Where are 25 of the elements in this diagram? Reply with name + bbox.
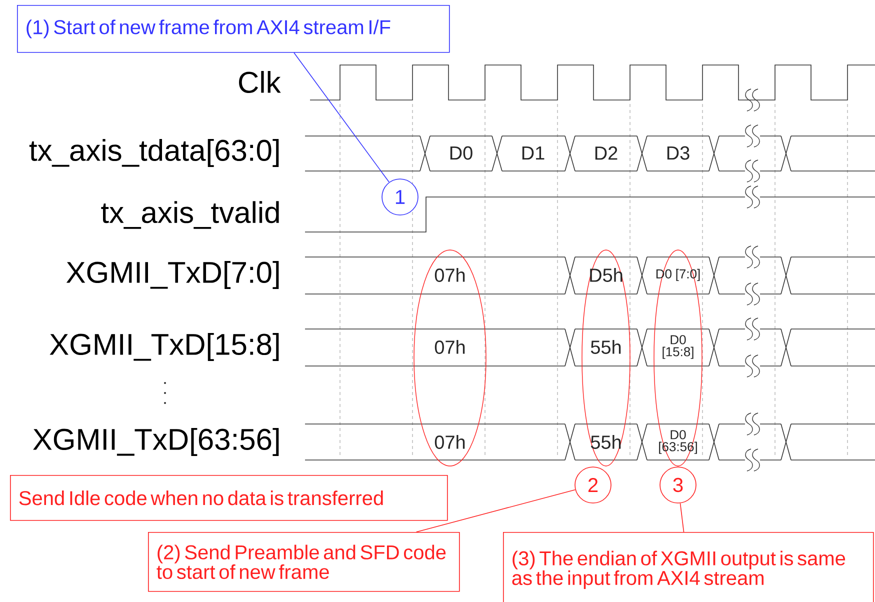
callout-number: 3 <box>660 466 696 504</box>
data-value: D3 <box>667 146 690 160</box>
data-value: 07h <box>434 435 465 449</box>
data-value: 07h <box>434 340 465 354</box>
callout-box: (3) The endian of XGMII output is same as the input from AXI4 stream <box>503 532 874 602</box>
data-value: 55h <box>590 340 621 354</box>
callout-box: (1) Start of new frame from AXI4 stream I/F <box>17 5 450 53</box>
signal-name: XGMII_TxD[63:56] <box>33 428 279 456</box>
signal-name: XGMII_TxD[7:0] <box>66 261 279 289</box>
note-box: Send Idle code when no data is transferred <box>10 475 448 521</box>
leader-line <box>294 52 390 183</box>
callout-box: (2) Send Preamble and SFD code to start of new frame <box>148 532 460 592</box>
signal-name: Clk <box>239 70 281 94</box>
data-value: D2 <box>595 146 618 160</box>
signal-name: tx_axis_tvalid <box>101 201 279 229</box>
data-value: D0 [15:8] <box>662 335 694 359</box>
signal-name: XGMII_TxD[15:8] <box>50 333 279 361</box>
data-value: 55h <box>590 435 621 449</box>
data-value: D0 <box>450 146 472 160</box>
data-value: D1 <box>522 146 544 160</box>
callout-number: 2 <box>574 466 612 504</box>
leader-line <box>680 502 684 532</box>
signal-name: tx_axis_tdata[63:0] <box>29 139 279 167</box>
data-value: 07h <box>434 268 465 282</box>
callout-number: 1 <box>382 178 418 216</box>
